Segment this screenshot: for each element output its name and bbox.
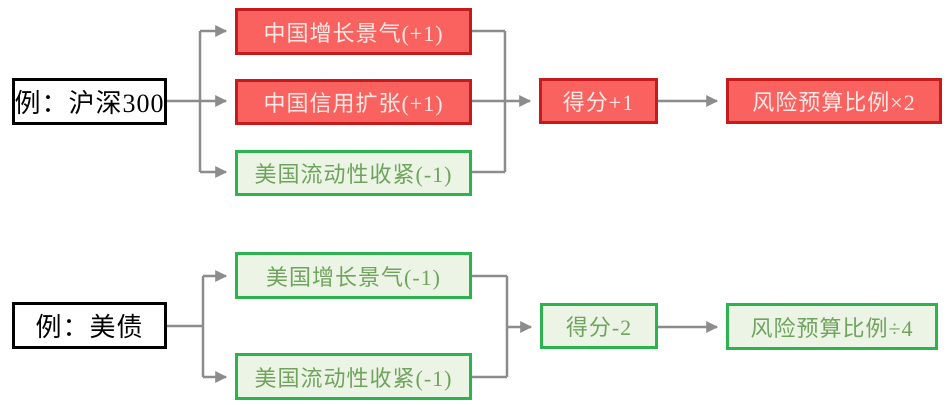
example-label-us-bonds: 例：美债: [12, 302, 167, 349]
result-box-csi300: 风险预算比例×2: [726, 78, 942, 124]
factor-us-liquidity-tightening: 美国流动性收紧(-1): [235, 150, 472, 196]
connector-flow1-merge: [472, 29, 719, 174]
factor-china-growth-sentiment: 中国增长景气(+1): [235, 8, 472, 55]
example-label-csi300: 例：沪深300: [12, 78, 167, 125]
connector-flow1-split: [167, 25, 228, 178]
score-box-csi300: 得分+1: [539, 78, 658, 124]
factor-us-growth-sentiment: 美国增长景气(-1): [235, 252, 472, 299]
connector-flow2-merge: [472, 274, 719, 379]
factor-china-credit-expansion: 中国信用扩张(+1): [235, 79, 472, 125]
connector-flow2-split: [167, 270, 228, 383]
factor-us-liquidity-tightening-2: 美国流动性收紧(-1): [235, 353, 472, 400]
result-box-us-bonds: 风险预算比例÷4: [726, 303, 938, 350]
score-box-us-bonds: 得分-2: [540, 303, 658, 349]
